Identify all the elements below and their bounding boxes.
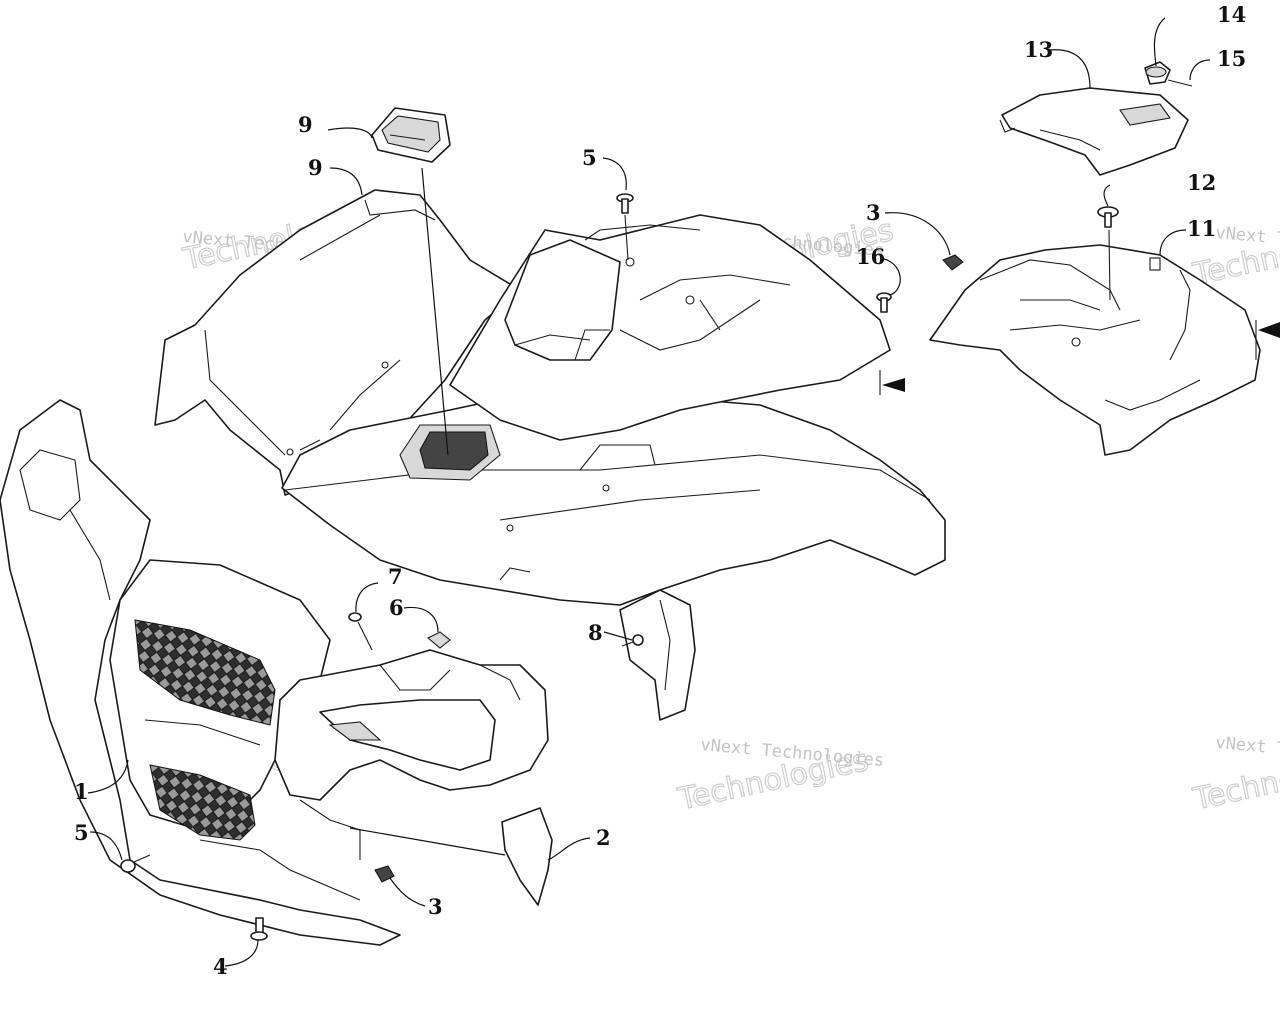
part-11-rear-storage-box bbox=[929, 244, 1261, 456]
callout-13: 13 bbox=[1024, 37, 1053, 62]
part-6-clip bbox=[427, 631, 451, 649]
callout-2: 2 bbox=[596, 825, 611, 850]
part-5-bolt-top bbox=[616, 193, 634, 261]
callout-3-bottom: 3 bbox=[428, 894, 443, 919]
part-right-fender bbox=[619, 589, 696, 721]
part-7-screw bbox=[348, 612, 373, 651]
callout-6: 6 bbox=[389, 595, 404, 620]
part-4-bolt bbox=[250, 917, 268, 941]
part-3-clip-top bbox=[942, 254, 964, 271]
callout-8: 8 bbox=[588, 620, 603, 645]
callout-5-bottom: 5 bbox=[74, 820, 89, 845]
part-seat-console bbox=[449, 214, 891, 441]
callout-12: 12 bbox=[1187, 170, 1216, 195]
callout-5-top: 5 bbox=[582, 145, 597, 170]
watermark-small: vNext Technologies bbox=[1215, 733, 1280, 769]
part-13-rear-cover bbox=[999, 87, 1189, 176]
callout-9: 9 bbox=[308, 155, 323, 180]
leader-lines bbox=[87, 17, 1211, 967]
part-3-clip-bottom bbox=[374, 865, 395, 883]
part-2-side-flap bbox=[501, 807, 553, 906]
part-5-bolt-bottom bbox=[120, 854, 151, 873]
part-1-front-bumper bbox=[0, 399, 401, 946]
part-14-cap bbox=[1144, 61, 1171, 85]
callout-4: 4 bbox=[213, 954, 228, 979]
part-8-screw bbox=[621, 634, 644, 647]
callout-7: 7 bbox=[388, 564, 403, 589]
callout-16: 16 bbox=[856, 244, 885, 269]
part-front-side-panel bbox=[274, 649, 549, 801]
part-12-push-rivet bbox=[1097, 206, 1119, 301]
callout-11: 11 bbox=[1187, 216, 1216, 241]
part-16-screw bbox=[876, 292, 892, 313]
callout-10: 9 bbox=[298, 112, 313, 137]
part-10-vent-insert bbox=[371, 107, 451, 163]
part-15-tether bbox=[1167, 79, 1193, 87]
callout-3-top: 3 bbox=[866, 200, 881, 225]
callout-14: 14 bbox=[1217, 2, 1246, 27]
callout-labels: 9 9 5 13 14 15 12 11 3 16 7 6 8 1 5 2 3 … bbox=[74, 2, 1246, 979]
callout-1: 1 bbox=[74, 779, 89, 804]
direction-arrow-markers bbox=[879, 320, 1280, 395]
callout-15: 15 bbox=[1217, 46, 1246, 71]
